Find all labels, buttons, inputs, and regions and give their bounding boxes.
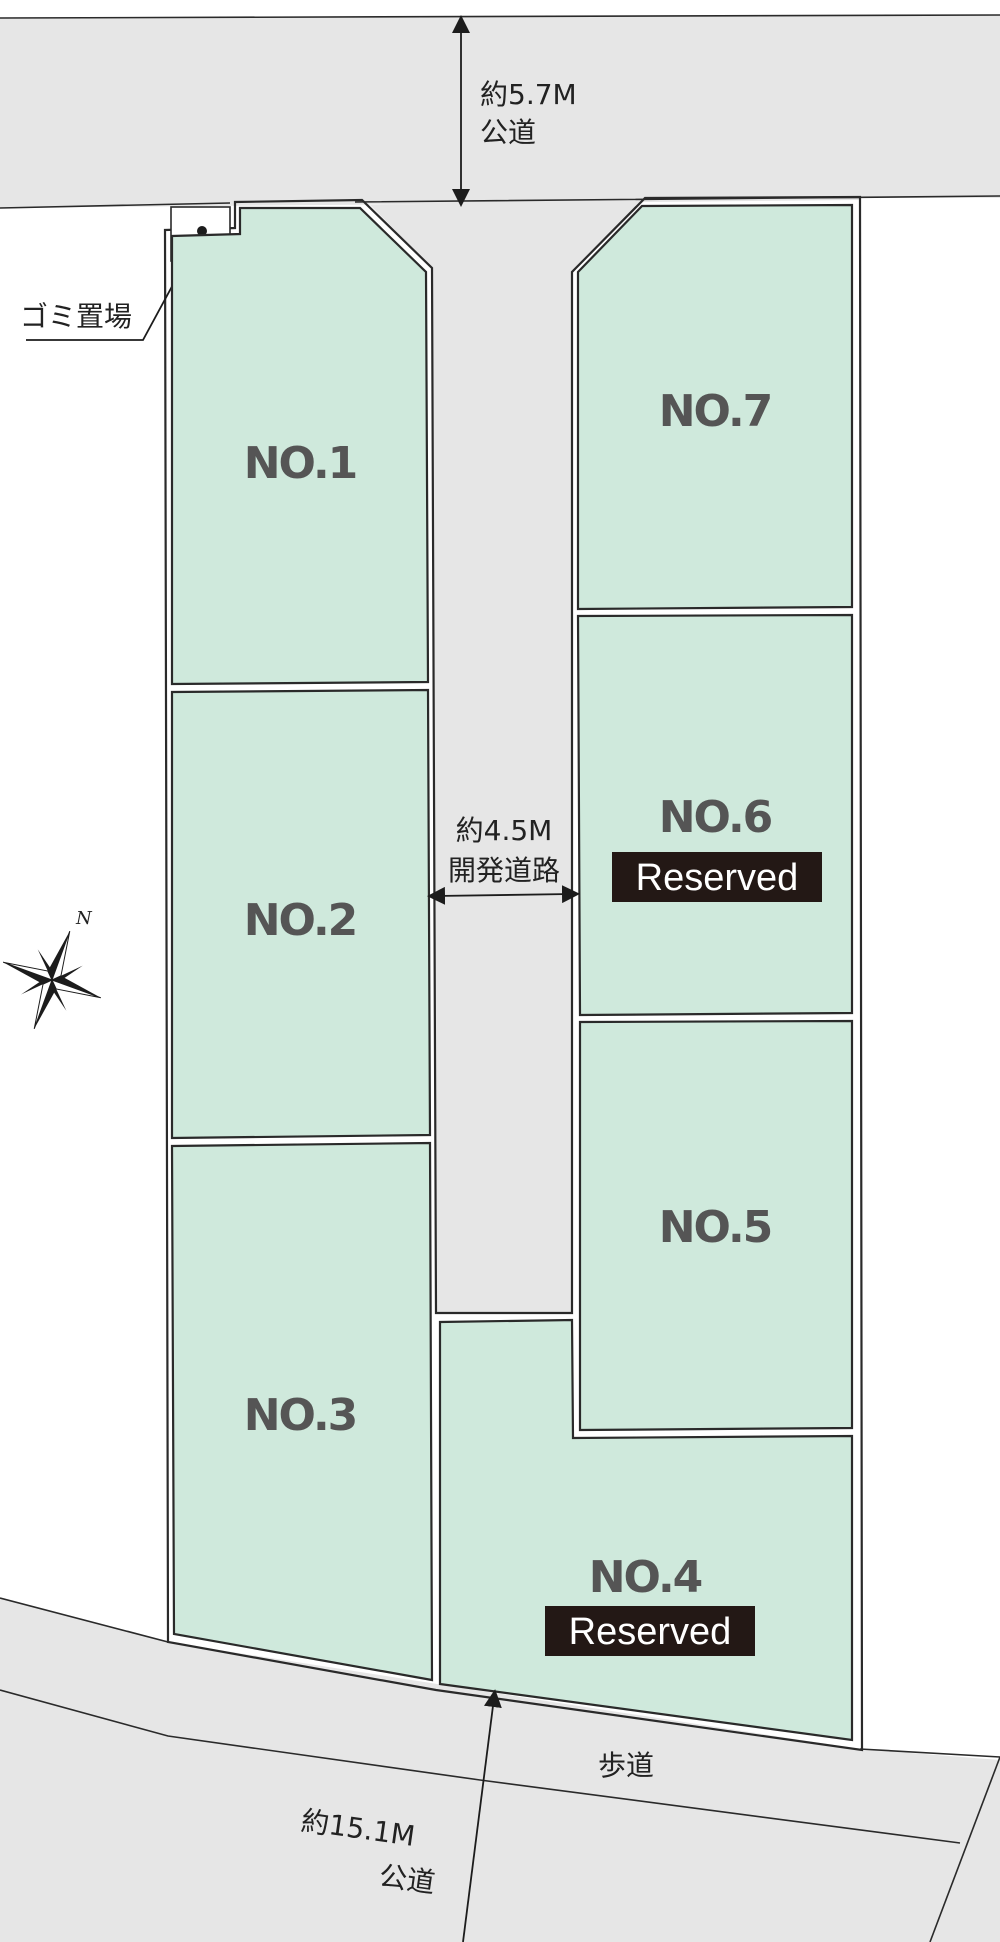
compass-icon — [2, 930, 102, 1030]
lot-4-number: NO.4 — [589, 1552, 702, 1603]
lot-5[interactable]: NO.5 — [578, 1019, 854, 1432]
north-public-road — [0, 15, 1000, 208]
south-road-edge — [0, 1597, 169, 1643]
dev-road-type: 開発道路 — [448, 854, 560, 887]
lot-1[interactable]: NO.1 — [170, 206, 430, 686]
development-road — [370, 200, 645, 1313]
north-road-width: 約5.7M — [480, 78, 577, 111]
lot-2-number: NO.2 — [244, 895, 357, 946]
south-road-type: 公道 — [377, 1859, 437, 1899]
lot-2[interactable]: NO.2 — [170, 688, 432, 1140]
lot-7[interactable]: NO.7 — [576, 203, 854, 611]
south-road-right-edge — [859, 1748, 1000, 1758]
sidewalk-edge — [0, 1689, 961, 1844]
sidewalk-label: 歩道 — [598, 1749, 654, 1782]
lot-4-status: Reserved — [569, 1611, 732, 1653]
south-public-road — [0, 1598, 1000, 1942]
lot-3-number: NO.3 — [244, 1390, 357, 1441]
north-road-type: 公道 — [480, 116, 536, 149]
lot-7-number: NO.7 — [659, 386, 772, 437]
dev-road-width: 約4.5M — [456, 814, 553, 847]
lot-6-reserved-badge — [612, 852, 822, 902]
garbage-area-label: ゴミ置場 — [20, 300, 132, 333]
dev-road-dimension-arrow — [427, 885, 580, 905]
lot-3[interactable]: NO.3 — [170, 1141, 434, 1682]
lot-1-number: NO.1 — [244, 438, 357, 489]
lot-5-number: NO.5 — [659, 1202, 772, 1253]
lot-6-number: NO.6 — [659, 792, 772, 843]
lot-6[interactable]: NO.6 Reserved — [576, 613, 854, 1017]
lot-4-reserved-badge — [545, 1606, 755, 1656]
south-road-dimension-arrow — [462, 1689, 502, 1942]
site-boundary — [163, 195, 864, 1752]
lot-6-status: Reserved — [636, 857, 799, 899]
north-road-edge — [0, 14, 1000, 19]
road-corner-edge — [929, 1756, 1000, 1942]
lot-4[interactable]: NO.4 Reserved — [438, 1318, 854, 1742]
compass-north-label: N — [75, 908, 93, 929]
